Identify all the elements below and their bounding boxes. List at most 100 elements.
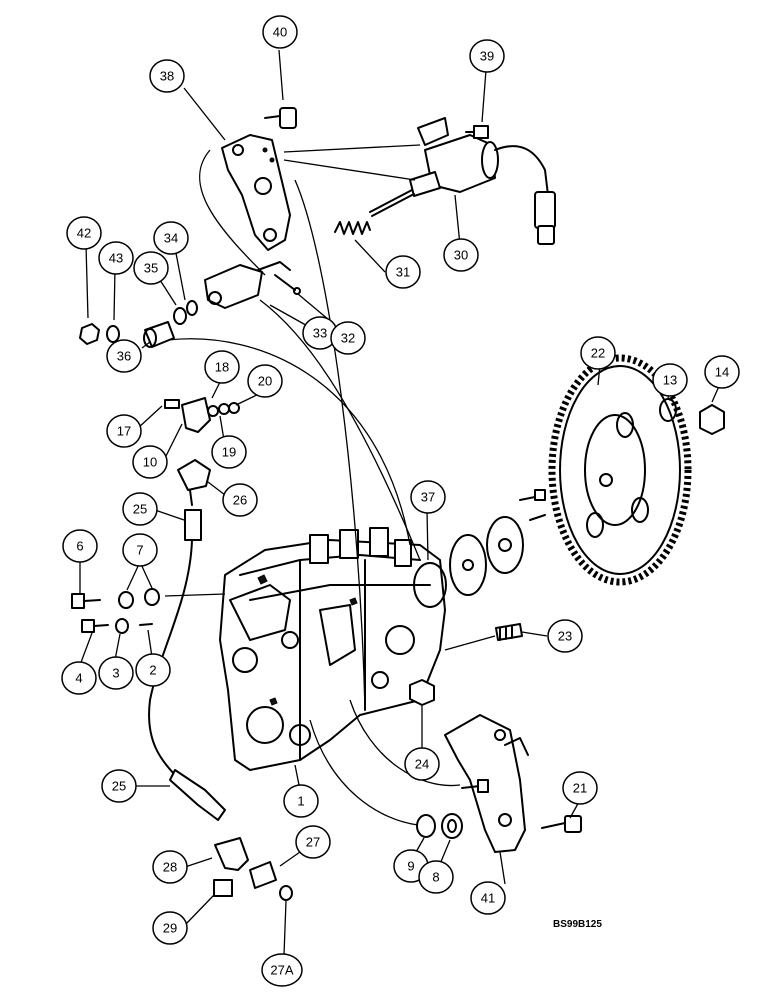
bolt-icon	[461, 779, 489, 793]
callout-label: 9	[407, 859, 414, 874]
callout-label: 3	[112, 666, 119, 681]
bolt-icon	[541, 815, 582, 833]
nut-icon	[659, 398, 725, 435]
callout-label: 30	[454, 248, 468, 263]
callout: 13	[652, 363, 688, 397]
callout: 43	[98, 241, 134, 275]
callout: 10	[132, 445, 168, 479]
callout-label: 38	[160, 69, 174, 84]
callout: 40	[262, 15, 298, 49]
callout: 25	[122, 492, 158, 526]
callout-label: 18	[215, 360, 229, 375]
callout-label: 20	[258, 374, 272, 389]
callout-label: 34	[164, 231, 178, 246]
callout-label: 17	[117, 424, 131, 439]
gear-hub-icon	[413, 489, 546, 608]
callout: 30	[443, 238, 479, 272]
callout: 6	[62, 529, 98, 563]
callout: 27	[295, 825, 331, 859]
callout: 35	[133, 251, 169, 285]
nut-icon	[409, 679, 435, 706]
callout: 29	[152, 911, 188, 945]
elbow-fitting-icon	[177, 459, 211, 506]
callout-label: 27	[306, 835, 320, 850]
callout-label: 41	[481, 891, 495, 906]
callout: 32	[330, 321, 366, 355]
callout-label: 33	[313, 326, 327, 341]
screw-icon	[71, 588, 160, 634]
callout: 7	[122, 533, 158, 567]
callout-label: 28	[163, 860, 177, 875]
bolt-icon	[264, 107, 297, 129]
callout-label: 29	[163, 921, 177, 936]
callout: 8	[418, 860, 454, 894]
callout: 21	[562, 771, 598, 805]
callout: 38	[149, 59, 185, 93]
callout: 20	[247, 364, 283, 398]
callout: 3	[98, 656, 134, 690]
callout: 33	[302, 316, 338, 350]
callout: 4	[61, 661, 97, 695]
callout-label: 36	[117, 349, 131, 364]
callout-label: 35	[144, 261, 158, 276]
callout: 2	[135, 653, 171, 687]
callout: 27A	[261, 953, 303, 987]
callout: 24	[404, 747, 440, 781]
callout-label: 27A	[270, 963, 293, 978]
callout-label: 25	[133, 502, 147, 517]
callout-label: 24	[415, 757, 429, 772]
callout-label: 31	[396, 265, 410, 280]
callout: 36	[106, 339, 142, 373]
callout: 34	[153, 221, 189, 255]
callout: 41	[470, 881, 506, 915]
callout-label: 23	[558, 629, 572, 644]
solenoid-icon	[369, 117, 556, 245]
callout-label: 10	[143, 455, 157, 470]
callout-label: 40	[273, 25, 287, 40]
callout: 31	[385, 255, 421, 289]
callout: 17	[106, 414, 142, 448]
callout-label: 32	[341, 331, 355, 346]
clamp-icon	[164, 397, 240, 433]
callout: 1	[283, 784, 319, 818]
callout: 25	[101, 769, 137, 803]
callout-label: 1	[297, 794, 304, 809]
callout-label: 39	[480, 49, 494, 64]
callout-label: 13	[663, 373, 677, 388]
callout: 23	[547, 619, 583, 653]
callout-label: 22	[591, 346, 605, 361]
callout-label: 19	[222, 445, 236, 460]
callout: 42	[66, 216, 102, 250]
stud-icon	[495, 623, 523, 641]
callout-label: 4	[75, 671, 82, 686]
callout-label: 6	[76, 539, 83, 554]
callout-label: 26	[233, 493, 247, 508]
callout: 37	[410, 480, 446, 514]
callout-label: 21	[573, 781, 587, 796]
bolt-icon	[465, 125, 489, 139]
throttle-bracket-icon	[221, 134, 291, 251]
fuel-line-icon	[148, 509, 226, 821]
drive-gear-icon	[548, 354, 692, 586]
fuel-injection-pump-icon	[219, 527, 446, 771]
callout-label: 43	[109, 251, 123, 266]
drawing-reference-code: BS99B125	[553, 919, 602, 930]
callout: 22	[580, 336, 616, 370]
lever-arm-icon	[204, 261, 301, 309]
callout-label: 42	[77, 226, 91, 241]
callout-label: 37	[421, 490, 435, 505]
bushing-icon	[143, 321, 175, 348]
callout: 19	[211, 435, 247, 469]
callout-label: 7	[136, 543, 143, 558]
callout-label: 8	[432, 870, 439, 885]
tee-fitting-icon	[213, 837, 293, 901]
callout: 14	[704, 355, 740, 389]
callout-label: 14	[715, 365, 729, 380]
seal-ring-icon	[173, 300, 198, 325]
spring-icon	[334, 221, 371, 235]
nut-icon	[79, 323, 120, 345]
callout: 39	[469, 39, 505, 73]
seal-ring-icon	[416, 813, 463, 839]
callout-label: 2	[149, 663, 156, 678]
callout: 26	[222, 483, 258, 517]
